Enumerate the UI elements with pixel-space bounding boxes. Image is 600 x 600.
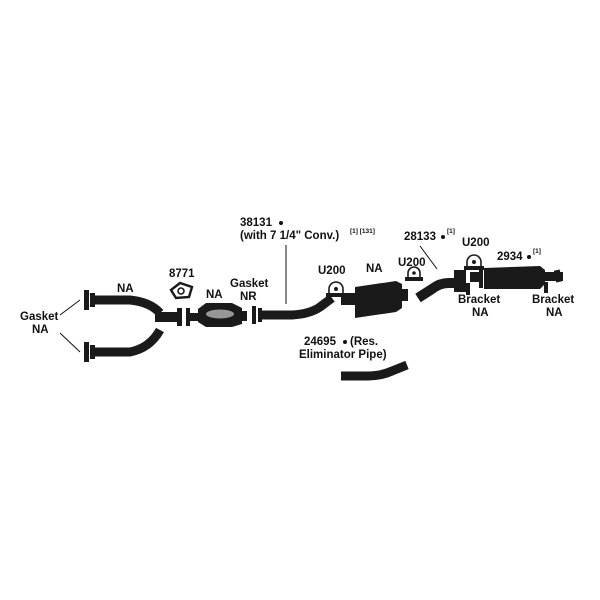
leader-gasket-lower	[59, 332, 81, 353]
label-converter-na: NA	[206, 289, 223, 301]
u200-clamp-a[interactable]	[326, 281, 346, 297]
muffler[interactable]	[341, 281, 408, 318]
label-bracket-a-na: NA	[472, 307, 489, 319]
bracket-a-part[interactable]	[466, 283, 470, 295]
label-pipe-38131: 38131	[240, 217, 273, 229]
label-gasket-left: Gasket	[20, 311, 59, 323]
label-u200-b: U200	[398, 257, 426, 269]
bullet-24695	[343, 340, 347, 344]
intermediate-pipe-38131[interactable]	[262, 294, 335, 320]
label-part-2934: 2934	[497, 251, 523, 263]
y-pipe[interactable]	[95, 295, 178, 357]
label-pipe-24695-note-2: Eliminator Pipe)	[299, 349, 387, 361]
leader-28133	[419, 245, 438, 270]
gasket-upper-flange[interactable]	[84, 290, 95, 310]
leader-gasket-upper	[59, 299, 81, 316]
label-muffler-na: NA	[366, 263, 383, 275]
label-gasket-left-na: NA	[32, 324, 49, 336]
label-pipe-38131-note: (with 7 1/4" Conv.)	[240, 230, 339, 242]
gasket-nr-flange[interactable]	[252, 306, 262, 324]
bullet-28133	[441, 235, 445, 239]
label-u200-c: U200	[462, 237, 490, 249]
label-u200-a: U200	[318, 265, 346, 277]
label-bracket-a: Bracket	[458, 294, 500, 306]
label-gasket-nr: Gasket	[230, 278, 269, 290]
label-pipe-38131-refs: [1] [131]	[350, 228, 375, 235]
tail-pipe-28133[interactable]	[415, 270, 466, 303]
label-part-2934-ref: [1]	[533, 248, 541, 255]
label-pipe-28133: 28133	[404, 231, 436, 243]
u200-clamp-b[interactable]	[405, 266, 423, 281]
label-bracket-b: Bracket	[532, 294, 574, 306]
gasket-8771-part[interactable]	[169, 281, 194, 300]
bullet-38131	[279, 221, 283, 225]
bracket-b-part[interactable]	[544, 282, 548, 293]
label-pipe-24695: 24695	[304, 336, 337, 348]
label-pipe-24695-note-1: (Res.	[350, 336, 378, 348]
y-pipe-outlet-flange[interactable]	[177, 308, 182, 326]
label-y-pipe-na: NA	[117, 283, 134, 295]
label-gasket-8771: 8771	[169, 268, 195, 280]
eliminator-pipe-24695[interactable]	[341, 360, 409, 381]
label-bracket-b-na: NA	[546, 307, 563, 319]
label-pipe-28133-ref: [1]	[447, 228, 455, 235]
resonator-2934[interactable]	[470, 266, 563, 289]
catalytic-converter[interactable]	[186, 303, 247, 327]
gasket-lower-flange[interactable]	[84, 342, 95, 362]
bullet-2934	[527, 255, 531, 259]
u200-clamp-c[interactable]	[464, 254, 484, 270]
label-gasket-nr-code: NR	[240, 291, 257, 303]
